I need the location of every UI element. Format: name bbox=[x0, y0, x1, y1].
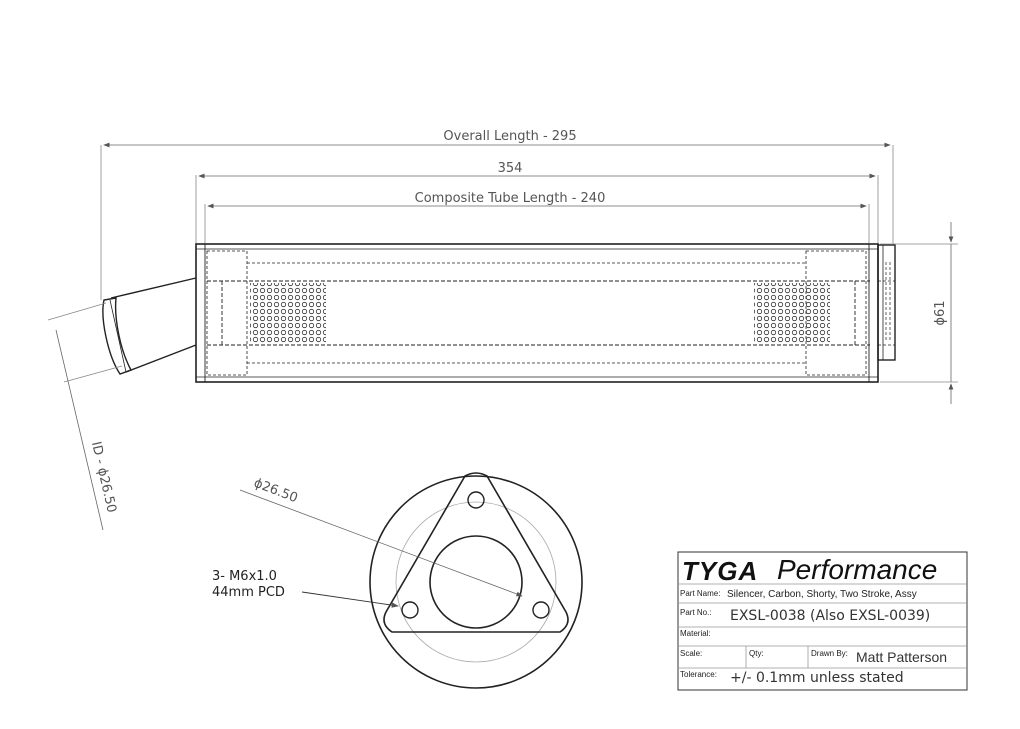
composite-tube-length-label: Composite Tube Length - 240 bbox=[415, 191, 606, 206]
tolerance-value: +/- 0.1mm unless stated bbox=[730, 670, 904, 686]
part-name-label: Part Name: bbox=[680, 589, 720, 598]
drawn-by-value: Matt Patterson bbox=[856, 649, 947, 665]
qty-label: Qty: bbox=[749, 649, 764, 658]
bolt-note: 3- M6x1.0 44mm PCD bbox=[212, 569, 399, 608]
diameter-61-dimension: ϕ61 bbox=[880, 222, 958, 404]
tolerance-label: Tolerance: bbox=[680, 670, 717, 679]
bolt-note-line1: 3- M6x1.0 bbox=[212, 569, 277, 584]
silencer-side-view bbox=[102, 243, 896, 383]
material-label: Material: bbox=[680, 629, 711, 638]
length-354-label: 354 bbox=[498, 161, 523, 176]
bolt-note-line2: 44mm PCD bbox=[212, 585, 285, 600]
brand-logo: TYGA bbox=[682, 556, 758, 586]
drawn-by-label: Drawn By: bbox=[811, 649, 848, 658]
bolt-hole-top bbox=[467, 491, 485, 509]
part-no-label: Part No.: bbox=[680, 608, 712, 617]
overall-length-label: Overall Length - 295 bbox=[443, 129, 576, 144]
end-view-diameter-label: ϕ26.50 bbox=[252, 476, 300, 506]
title-block: TYGA Performance Part Name: Silencer, Ca… bbox=[677, 551, 968, 691]
inlet-id-dimension: ID - ϕ26.50 bbox=[47, 302, 123, 531]
bolt-hole-left bbox=[401, 601, 419, 619]
scale-label: Scale: bbox=[680, 649, 702, 658]
brand-suffix: Performance bbox=[777, 554, 937, 585]
silencer-end-view bbox=[369, 472, 583, 689]
part-name-value: Silencer, Carbon, Shorty, Two Stroke, As… bbox=[727, 589, 917, 600]
overall-length-dimension: Overall Length - 295 bbox=[100, 129, 894, 300]
bolt-hole-right bbox=[532, 601, 550, 619]
inlet-pipe bbox=[102, 277, 197, 375]
inlet-id-label: ID - ϕ26.50 bbox=[88, 440, 119, 514]
composite-tube-length-dimension: Composite Tube Length - 240 bbox=[204, 191, 870, 245]
diameter-61-label: ϕ61 bbox=[933, 300, 948, 325]
length-354-dimension: 354 bbox=[195, 161, 879, 245]
part-no-value: EXSL-0038 (Also EXSL-0039) bbox=[730, 608, 930, 624]
